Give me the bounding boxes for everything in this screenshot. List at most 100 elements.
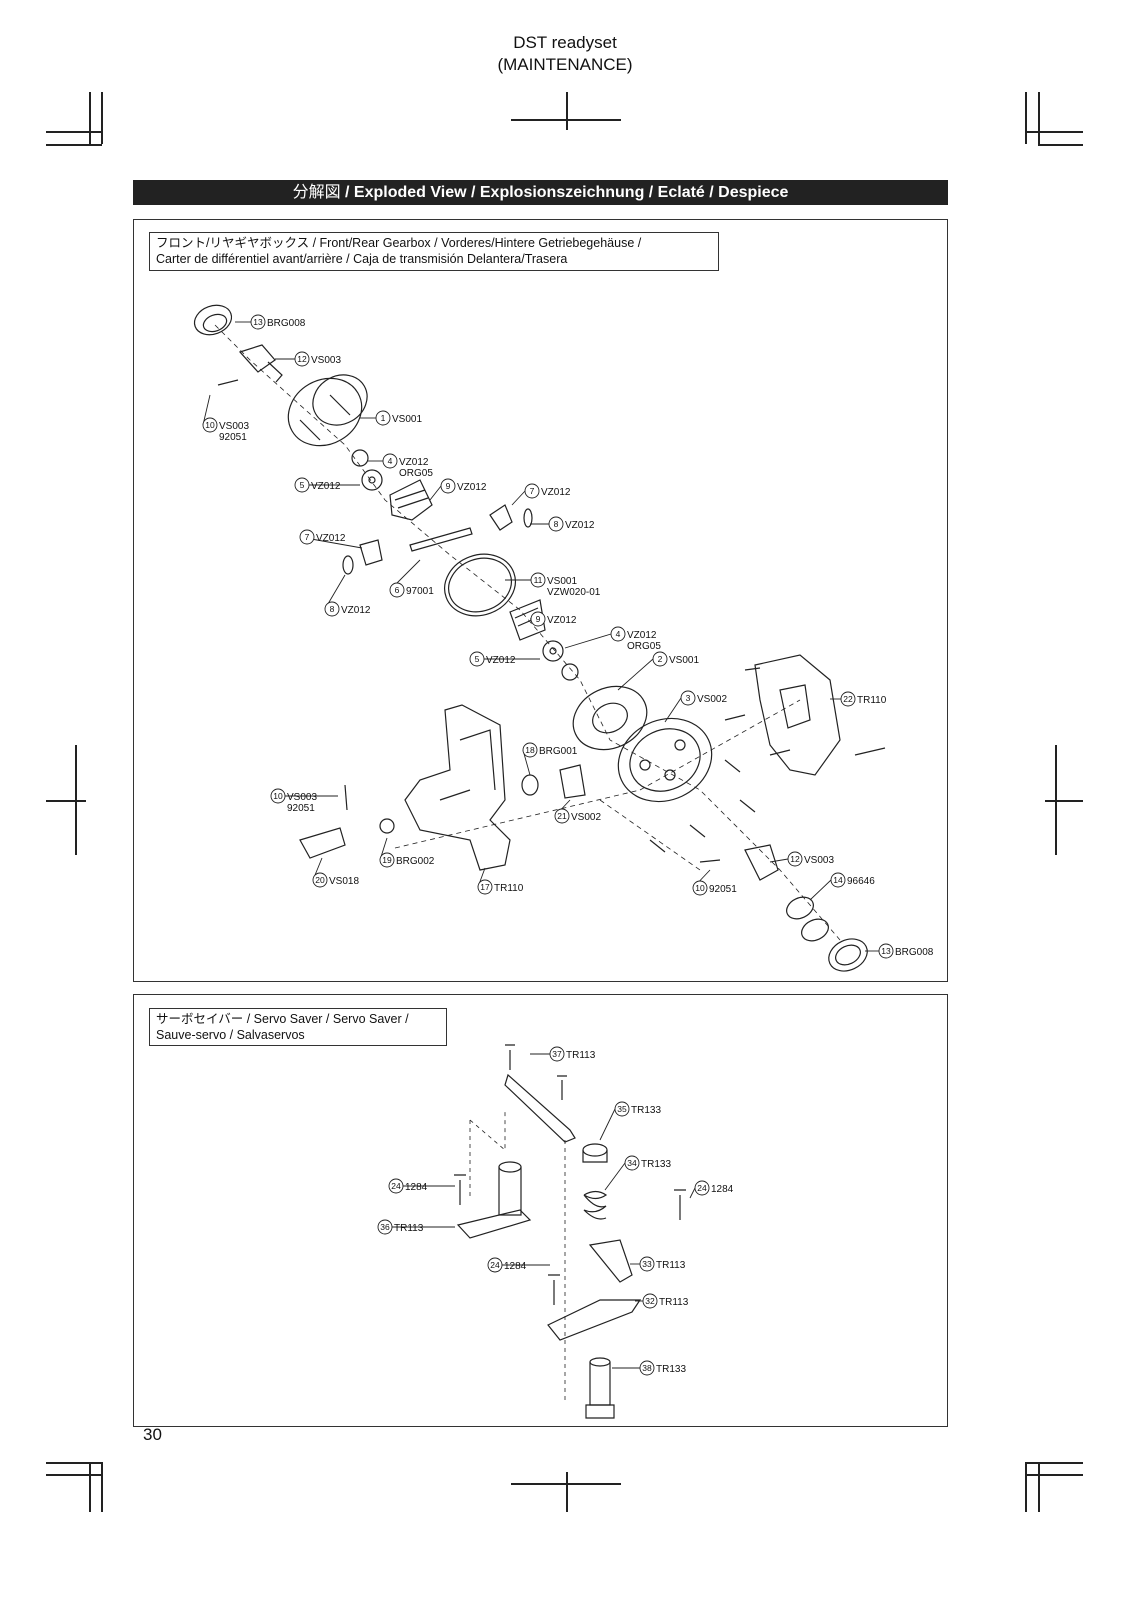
gearbox-callout-marker (522, 742, 538, 758)
gearbox-callout-part-code: VZ012 (341, 605, 371, 616)
gearbox-callout-marker (692, 880, 708, 896)
banner-text: / Exploded View / Explosionszeichnung / … (340, 184, 789, 201)
servo-callout-marker (614, 1101, 630, 1117)
gearbox-callout-part-code-2: ORG05 (399, 468, 433, 479)
servo-panel (133, 994, 948, 1427)
gearbox-callout-marker (530, 572, 546, 588)
gearbox-callout-part-code: VS002 (697, 694, 727, 705)
gearbox-callout-number: 13 (253, 317, 263, 327)
gearbox-callout-part-code: VZ012 (547, 615, 577, 626)
gearbox-callout: 19 BRG002 (379, 837, 435, 868)
page-number: 30 (143, 1425, 162, 1444)
gearbox-callout-number: 12 (790, 854, 800, 864)
gearbox-callout-number: 7 (530, 486, 535, 496)
gearbox-callout-number: 6 (395, 585, 400, 595)
gearbox-callout-part-code: VS003 (219, 421, 249, 432)
servo-caption: サーボセイバー / Servo Saver / Servo Saver / Sa… (149, 1008, 447, 1046)
gearbox-callout-part-code: VS003 (311, 355, 341, 366)
gearbox-callout-part-code: BRG008 (895, 947, 934, 958)
servo-callout-number: 24 (697, 1183, 707, 1193)
gearbox-callout-marker (440, 478, 456, 494)
gearbox-callout-part-code: VZ012 (565, 520, 595, 531)
gearbox-callout: 12 VS003 (769, 851, 834, 867)
gearbox-callout-marker (202, 417, 218, 433)
gearbox-callout-number: 7 (305, 532, 310, 542)
servo-callout: 36 TR113 (377, 1219, 455, 1235)
gearbox-callout-marker (830, 872, 846, 888)
gearbox-callout-part-code: VS002 (571, 812, 601, 823)
servo-callout-number: 24 (490, 1260, 500, 1270)
gearbox-callout-marker (680, 690, 696, 706)
gearbox-callout-marker (554, 808, 570, 824)
servo-callout-number: 34 (627, 1158, 637, 1168)
gearbox-callout-part-code: VS001 (547, 576, 577, 587)
servo-callout-marker (694, 1180, 710, 1196)
servo-callout-number: 24 (391, 1181, 401, 1191)
gearbox-callout-marker (270, 788, 286, 804)
gearbox-callout: 20 VS018 (312, 857, 359, 888)
gearbox-callout-part-code-2: VZW020-01 (547, 587, 601, 598)
gearbox-callout-part-code: VS018 (329, 876, 359, 887)
gearbox-callout-part-code: TR110 (494, 883, 524, 894)
gearbox-callout-part-code: VS003 (804, 855, 834, 866)
gearbox-callout-number: 1 (381, 413, 386, 423)
gearbox-callout-marker (375, 410, 391, 426)
gearbox-callout-number: 20 (315, 875, 325, 885)
section-banner: 分解図 / Exploded View / Explosionszeichnun… (133, 180, 948, 205)
servo-callout: 34 TR133 (604, 1155, 671, 1191)
gearbox-callout-number: 14 (833, 875, 843, 885)
gearbox-callout-number: 19 (382, 855, 392, 865)
gearbox-callout-part-code: VS001 (669, 655, 699, 666)
servo-callout-number: 32 (645, 1296, 655, 1306)
gearbox-callout-part-code: BRG002 (396, 856, 435, 867)
gearbox-callout-number: 2 (658, 654, 663, 664)
gearbox-callout-number: 5 (475, 654, 480, 664)
gearbox-callout-marker (787, 851, 803, 867)
servo-caption-line1: サーボセイバー / Servo Saver / Servo Saver / (156, 1012, 409, 1026)
servo-callout-number: 35 (617, 1104, 627, 1114)
gearbox-callout-part-code: VZ012 (399, 457, 429, 468)
servo-callout: 24 1284 (487, 1257, 550, 1273)
document-subtitle: (MAINTENANCE) (497, 55, 633, 74)
gearbox-callout-marker (382, 453, 398, 469)
servo-callout-number: 36 (380, 1222, 390, 1232)
gearbox-callout-number: 18 (525, 745, 535, 755)
gearbox-callout-marker (379, 852, 395, 868)
servo-callout-part-code: TR113 (394, 1223, 424, 1234)
gearbox-callout-part-code-2: 92051 (287, 803, 315, 814)
servo-callout-marker (642, 1293, 658, 1309)
gearbox-callout-part-code-2: 92051 (219, 432, 247, 443)
gearbox-callout-part-code: VZ012 (457, 482, 487, 493)
servo-callout-part-code: TR133 (656, 1364, 686, 1375)
gearbox-callout-marker (250, 314, 266, 330)
servo-callout-part-code: 1284 (504, 1261, 527, 1272)
servo-callout-part-code: TR133 (641, 1159, 671, 1170)
gearbox-callout-marker (477, 879, 493, 895)
servo-callout-part-code: TR133 (631, 1105, 661, 1116)
gearbox-caption: フロント/リヤギヤボックス / Front/Rear Gearbox / Vor… (149, 232, 719, 271)
gearbox-callout-number: 5 (300, 480, 305, 490)
gearbox-callout: 18 BRG001 (522, 742, 578, 776)
gearbox-callout-marker (878, 943, 894, 959)
gearbox-callout-part-code: BRG001 (539, 746, 578, 757)
gearbox-callout-part-code: 92051 (709, 884, 737, 895)
gearbox-callout-marker (389, 582, 405, 598)
servo-callout: 35 TR133 (599, 1101, 661, 1141)
servo-callout-part-code: TR113 (566, 1050, 596, 1061)
gearbox-panel (133, 219, 948, 982)
